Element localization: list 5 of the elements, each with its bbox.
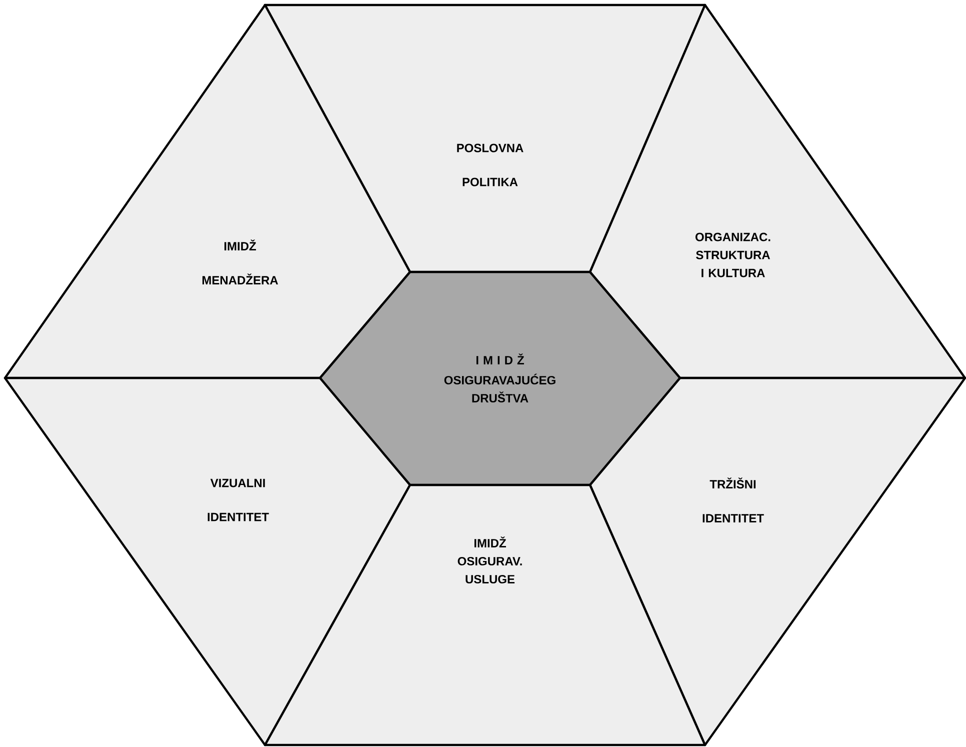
segment: VIZUALNI IDENTITET	[4, 376, 412, 746]
segment: TRŽIŠNI IDENTITET	[588, 376, 966, 746]
segment: IMIDŽ MENADŽERA	[4, 4, 412, 380]
segment: ORGANIZAC. STRUKTURA I KULTURA	[588, 4, 966, 380]
center-hexagon: I M I D Ž OSIGURAVAJUĆEG DRUŠTVA	[318, 270, 682, 486]
